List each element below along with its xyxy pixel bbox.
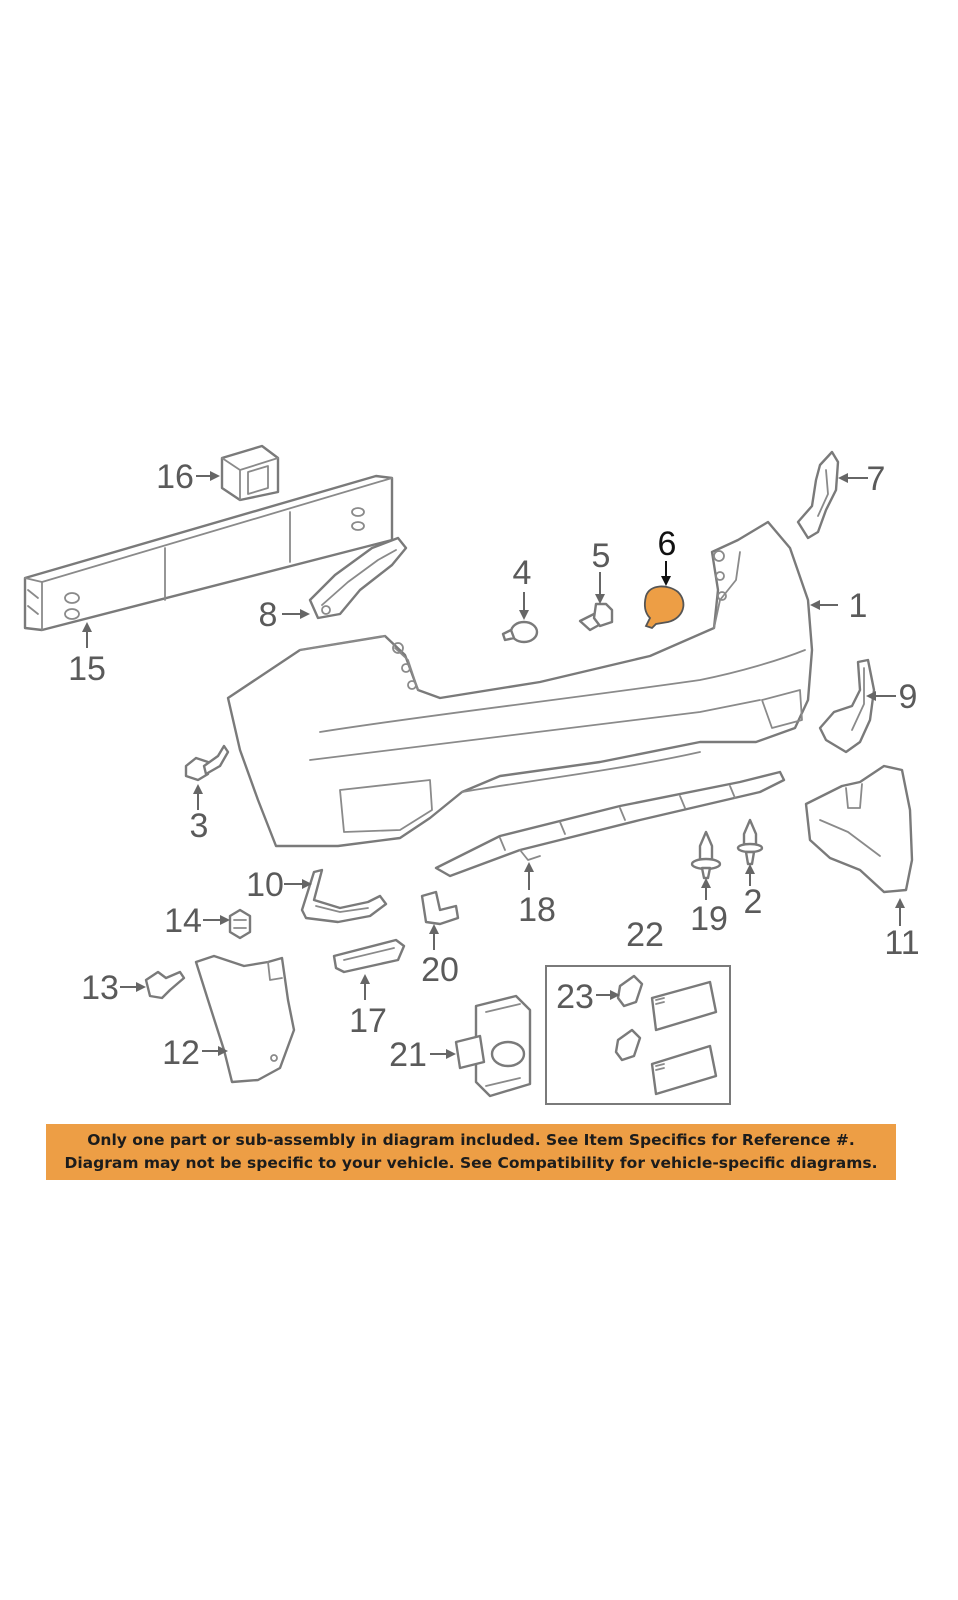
callout-12: 12 [162, 1034, 200, 1072]
part-8-retainer [308, 536, 408, 620]
part-7-retainer [796, 450, 840, 540]
part-18-diffuser [434, 770, 786, 878]
callout-16: 16 [156, 458, 194, 496]
part-22-kit-box [545, 965, 731, 1105]
callout-21: 21 [389, 1036, 427, 1074]
callout-1: 1 [849, 587, 868, 625]
callout-17: 17 [349, 1002, 387, 1040]
callout-13: 13 [81, 969, 119, 1007]
part-11-mudguard [804, 764, 914, 894]
part-21-sensor [454, 994, 532, 1098]
callout-15: 15 [68, 650, 106, 688]
part-16-bracket [220, 444, 280, 502]
part-4-clip [501, 620, 539, 644]
part-23-ring [614, 974, 644, 1062]
callout-19: 19 [690, 900, 728, 938]
part-15-reinforcement [23, 474, 394, 632]
part-6-cap-highlighted [643, 585, 685, 630]
part-2-clip [736, 818, 764, 866]
leader-lines [82, 471, 905, 1059]
part-10-bezel [300, 868, 388, 924]
part-17-reflector [332, 938, 406, 974]
part-19-clip [690, 830, 722, 880]
part-13-clip [144, 970, 186, 1000]
callout-labels: 1 2 3 4 5 6 7 8 9 10 11 12 13 14 15 16 1… [68, 458, 920, 1074]
callout-18: 18 [518, 891, 556, 929]
disclaimer-line-2: Diagram may not be specific to your vehi… [64, 1154, 878, 1172]
callout-3: 3 [190, 807, 209, 845]
callout-5: 5 [592, 537, 611, 575]
part-5-screw [578, 602, 614, 632]
disclaimer-banner: Only one part or sub-assembly in diagram… [46, 1124, 896, 1180]
part-3-screw [184, 744, 230, 782]
callout-11: 11 [884, 924, 919, 962]
part-1-bumper-cover [226, 520, 814, 848]
part-12-mudguard [194, 954, 296, 1084]
callout-9: 9 [899, 678, 918, 716]
callout-10: 10 [246, 866, 284, 904]
callout-4: 4 [513, 554, 532, 592]
callout-23: 23 [556, 978, 594, 1016]
callout-22: 22 [626, 916, 664, 954]
callout-20: 20 [421, 951, 459, 989]
part-9-retainer [818, 658, 876, 754]
disclaimer-line-1: Only one part or sub-assembly in diagram… [87, 1131, 855, 1149]
callout-8: 8 [259, 596, 278, 634]
part-20-connector [420, 890, 460, 926]
callout-2: 2 [744, 883, 763, 921]
callout-6: 6 [658, 525, 677, 563]
callout-14: 14 [164, 902, 202, 940]
callout-7: 7 [867, 460, 886, 498]
part-14-nut [228, 908, 252, 940]
